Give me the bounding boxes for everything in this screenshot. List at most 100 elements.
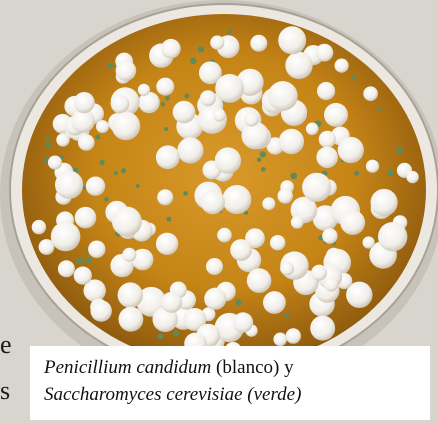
yeast-colony [45, 143, 51, 148]
mold-colony [200, 190, 225, 215]
mold-colony [115, 60, 137, 81]
mold-colony [324, 102, 348, 127]
agar-medium [22, 14, 426, 366]
yeast-colony [135, 184, 140, 188]
yeast-colony [104, 197, 109, 202]
yeast-colony [190, 57, 197, 65]
mold-colony [230, 239, 253, 261]
mold-colony [156, 77, 175, 96]
mold-colony [204, 287, 227, 310]
mold-colony [267, 81, 298, 111]
mold-colony [310, 315, 336, 341]
yeast-colony [165, 96, 170, 101]
mold-colony [246, 268, 272, 293]
yeast-colony [85, 257, 92, 264]
mold-colony [262, 197, 276, 211]
mold-colony [161, 38, 181, 59]
mold-colony [88, 240, 106, 258]
mold-colony [47, 155, 62, 170]
yeast-colony [157, 333, 164, 340]
mold-colony [305, 122, 319, 136]
mold-colony [83, 279, 106, 302]
yeast-colony [377, 108, 382, 112]
yeast-colony [107, 62, 114, 69]
mold-colony [285, 51, 313, 80]
mold-colony [56, 133, 70, 147]
yeast-colony [261, 167, 266, 172]
mold-colony [210, 35, 225, 50]
mold-colony [315, 43, 334, 62]
yeast-colony [45, 137, 51, 143]
mold-colony [152, 306, 178, 332]
mold-colony [172, 100, 196, 124]
mold-colony [243, 111, 259, 127]
mold-colony [273, 332, 288, 347]
mold-colony [323, 277, 339, 292]
caption-line-1: Penicillium candidum (blanco) y [44, 354, 420, 381]
mold-colony [157, 189, 174, 206]
yeast-colony [76, 257, 83, 265]
yeast-colony [95, 134, 101, 140]
mold-colony [74, 206, 97, 229]
mold-colony [278, 26, 307, 55]
mold-colony [85, 176, 106, 196]
mold-colony [346, 281, 373, 308]
yeast-colony [99, 159, 105, 166]
mold-colony [90, 300, 112, 322]
mold-colony [155, 145, 180, 170]
mold-colony [199, 61, 222, 85]
mold-colony [177, 137, 204, 164]
yeast-colony [244, 210, 249, 215]
mold-colony [322, 228, 338, 244]
mold-colony [215, 74, 245, 103]
mold-colony [340, 210, 366, 235]
yeast-colony [256, 157, 262, 162]
mold-colony [50, 221, 81, 252]
edge-char-1: e [0, 330, 12, 359]
yeast-colony [164, 127, 169, 132]
mold-colony [232, 312, 254, 333]
mold-colony [370, 188, 398, 217]
mold-colony [317, 81, 336, 101]
mold-colony [263, 291, 286, 314]
mold-colony [316, 146, 339, 169]
caption-species-1: Penicillium candidum [44, 357, 212, 378]
mold-colony [406, 170, 419, 184]
yeast-colony [59, 155, 64, 160]
mold-colony [285, 328, 301, 344]
mold-colony [362, 236, 375, 249]
mold-colony [270, 235, 286, 251]
colony-layer [31, 26, 419, 362]
yeast-colony [259, 151, 266, 158]
caption-box: Penicillium candidum (blanco) y Saccharo… [30, 346, 430, 420]
mold-colony [365, 159, 380, 173]
caption-line-2: Saccharomyces cerevisiae (verde) [44, 384, 302, 405]
mold-colony [57, 260, 75, 278]
mold-colony [311, 264, 328, 281]
mold-colony [73, 266, 92, 285]
mold-colony [241, 121, 270, 150]
yeast-colony [354, 170, 360, 176]
yeast-colony [113, 171, 118, 176]
mold-colony [363, 86, 378, 101]
mold-colony [161, 291, 183, 313]
mold-colony [290, 215, 304, 229]
mold-colony [71, 109, 95, 133]
mold-colony [222, 185, 252, 214]
mold-colony [277, 188, 293, 204]
yeast-colony [184, 93, 190, 99]
mold-colony [118, 306, 144, 332]
mold-colony [337, 136, 364, 164]
mold-colony [199, 90, 216, 107]
mold-colony [38, 239, 55, 255]
mold-colony [155, 232, 179, 255]
yeast-colony [284, 313, 289, 318]
yeast-colony [387, 169, 394, 177]
mold-colony [131, 248, 154, 271]
mold-colony [334, 58, 349, 73]
yeast-colony [183, 191, 188, 196]
mold-colony [280, 261, 295, 276]
yeast-colony [290, 172, 298, 180]
mold-colony [55, 170, 84, 199]
